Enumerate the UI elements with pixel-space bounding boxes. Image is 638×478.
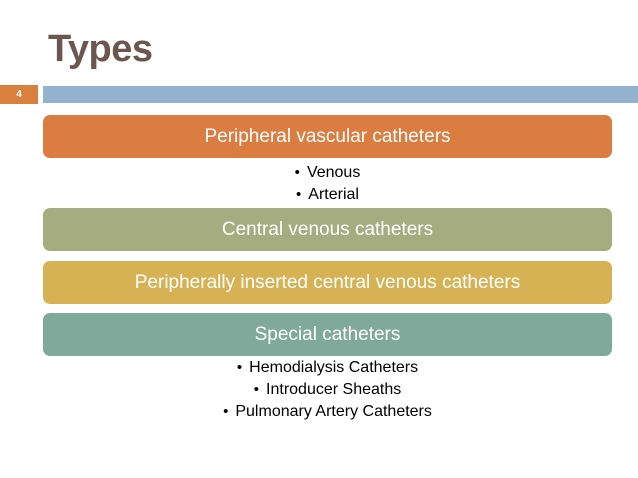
slide-number-badge xyxy=(0,85,38,104)
list-item: • Introducer Sheaths xyxy=(43,379,612,401)
list-item: • Hemodialysis Catheters xyxy=(43,357,612,379)
bullet-group-special-catheters: • Hemodialysis Catheters • Introducer Shea… xyxy=(43,357,612,423)
list-item-label: Pulmonary Artery Catheters xyxy=(235,403,432,420)
bullet-dot-icon: • xyxy=(253,381,260,398)
list-item: • Pulmonary Artery Catheters xyxy=(43,401,612,423)
list-item-label: Venous xyxy=(306,164,361,181)
category-bar-central-venous-catheters[interactable]: Central venous catheters xyxy=(43,208,612,251)
bullet-dot-icon: • xyxy=(236,359,243,376)
header-rule: 4 xyxy=(0,85,638,104)
list-item-label: Introducer Sheaths xyxy=(266,381,402,398)
list-item-label: Hemodialysis Catheters xyxy=(249,359,419,376)
category-bar-peripherally-inserted-central-venous-catheters[interactable]: Peripherally inserted central venous cat… xyxy=(43,261,612,304)
bullet-group-peripheral-vascular: •Venous •Arterial xyxy=(43,162,612,206)
page-title: Types xyxy=(48,28,153,70)
header-accent-bar xyxy=(43,86,638,103)
category-bar-peripheral-vascular-catheters[interactable]: Peripheral vascular catheters xyxy=(43,115,612,158)
list-item-label: Arterial xyxy=(308,186,359,203)
bullet-dot-icon: • xyxy=(296,186,302,203)
slide-number-text: 4 xyxy=(16,89,22,100)
category-bar-special-catheters[interactable]: Special catheters xyxy=(43,313,612,356)
bullet-dot-icon: • xyxy=(294,164,300,181)
list-item: • Arterial xyxy=(43,184,612,206)
list-item: • Venous xyxy=(43,162,612,184)
bullet-dot-icon: • xyxy=(223,403,229,420)
